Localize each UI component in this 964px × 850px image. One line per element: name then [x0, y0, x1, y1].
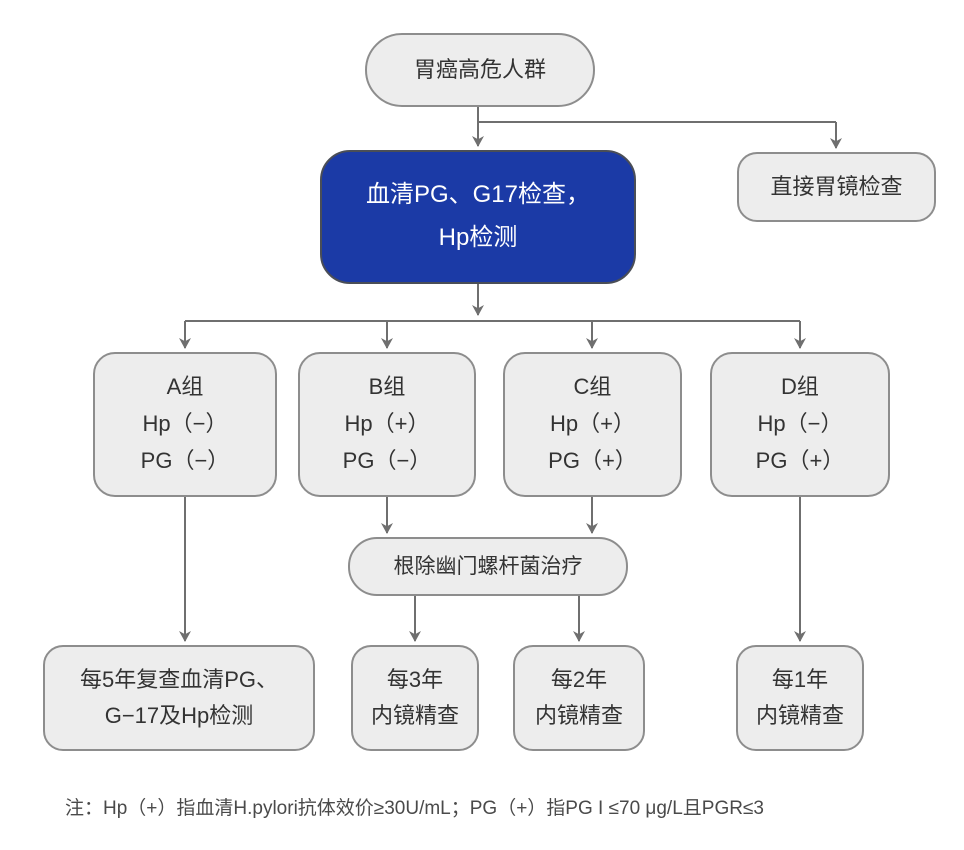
connector-start-split — [477, 107, 836, 123]
node-group-b: B组 Hp（+） PG（−） — [298, 352, 476, 497]
node-group-a-title: A组 — [166, 374, 204, 400]
node-group-a-pg: PG（−） — [140, 448, 230, 474]
node-followup-a-line2: G−17及Hp检测 — [104, 702, 254, 728]
node-group-b-hp: Hp（+） — [344, 411, 430, 437]
node-start: 胃癌高危人群 — [365, 33, 595, 107]
node-serum-test-line1: 血清PG、G17检查， — [365, 181, 591, 209]
node-group-a: A组 Hp（−） PG（−） — [93, 352, 277, 497]
node-group-c-hp: Hp（+） — [550, 411, 635, 437]
node-followup-d-line1: 每1年 — [771, 666, 829, 692]
node-eradication: 根除幽门螺杆菌治疗 — [348, 537, 628, 596]
node-followup-b-line1: 每3年 — [386, 666, 444, 692]
node-group-b-title: B组 — [368, 374, 406, 400]
node-followup-d: 每1年 内镜精查 — [736, 645, 864, 751]
node-serum-test-line2: Hp检测 — [438, 223, 518, 251]
node-followup-c-line2: 内镜精查 — [534, 702, 623, 728]
node-followup-a-line1: 每5年复查血清PG、 — [79, 666, 279, 692]
node-group-c: C组 Hp（+） PG（+） — [503, 352, 682, 497]
node-start-label: 胃癌高危人群 — [413, 56, 546, 82]
node-followup-b-line2: 内镜精查 — [370, 702, 459, 728]
node-group-a-hp: Hp（−） — [142, 411, 228, 437]
node-followup-c: 每2年 内镜精查 — [513, 645, 645, 751]
node-followup-d-line2: 内镜精查 — [755, 702, 844, 728]
node-eradication-label: 根除幽门螺杆菌治疗 — [393, 554, 583, 578]
node-followup-a: 每5年复查血清PG、 G−17及Hp检测 — [43, 645, 315, 751]
node-direct-gastroscopy-label: 直接胃镜检查 — [770, 173, 903, 199]
node-followup-b: 每3年 内镜精查 — [351, 645, 479, 751]
node-group-d-title: D组 — [781, 374, 819, 400]
node-group-d-hp: Hp（−） — [757, 411, 843, 437]
node-group-c-title: C组 — [573, 374, 612, 400]
node-followup-c-line1: 每2年 — [550, 666, 608, 692]
node-group-c-pg: PG（+） — [548, 448, 637, 474]
node-group-d: D组 Hp（−） PG（+） — [710, 352, 890, 497]
node-direct-gastroscopy: 直接胃镜检查 — [737, 152, 936, 222]
node-group-b-pg: PG（−） — [342, 448, 432, 474]
footnote: 注：Hp（+）指血清H.pylori抗体效价≥30U/mL；PG（+）指PG I… — [65, 798, 764, 819]
node-serum-test: 血清PG、G17检查， Hp检测 — [320, 150, 636, 284]
node-group-d-pg: PG（+） — [755, 448, 845, 474]
